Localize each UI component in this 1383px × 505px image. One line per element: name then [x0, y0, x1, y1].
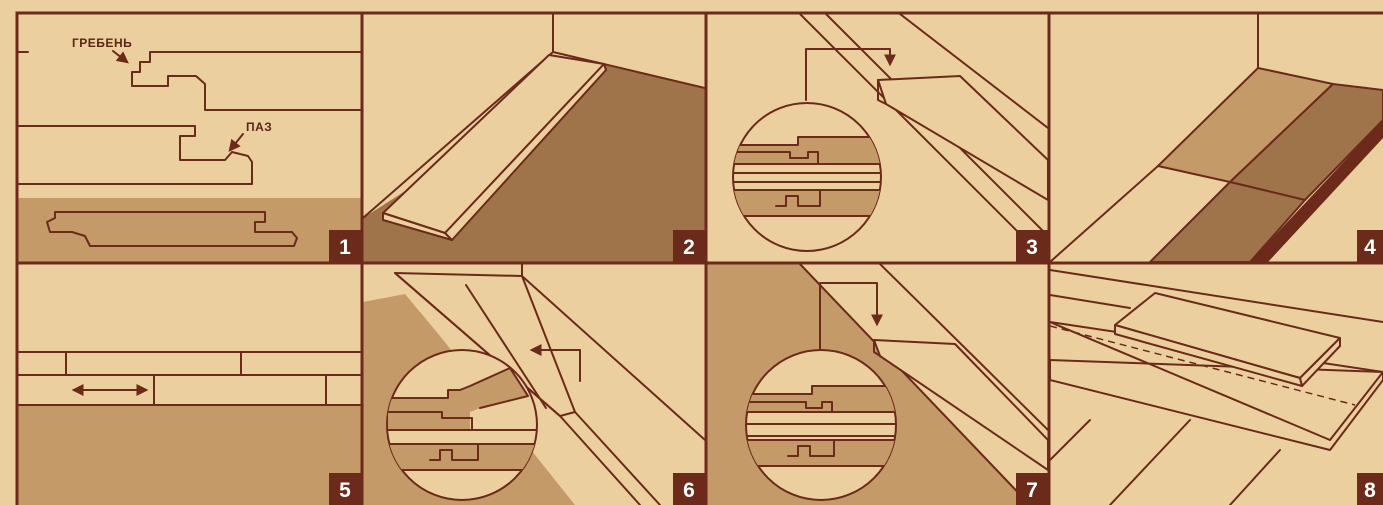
panel-7: 7	[707, 264, 1048, 505]
step-number-1: 1	[339, 236, 351, 259]
step-number-4: 4	[1364, 236, 1376, 259]
panel-3: 3	[707, 14, 1048, 262]
step-number-6: 6	[683, 479, 695, 502]
panel-4: 4	[1050, 14, 1383, 262]
tongue-label: ГРЕБЕНЬ	[72, 36, 132, 50]
step-number-7: 7	[1026, 479, 1038, 502]
step-number-3: 3	[1026, 236, 1038, 259]
step-number-8: 8	[1364, 479, 1376, 502]
panel-5: 5	[18, 264, 361, 505]
step-number-2: 2	[683, 236, 695, 259]
panel-2: 2	[363, 14, 705, 262]
groove-label: ПАЗ	[246, 120, 272, 134]
panel-8: 8	[1050, 264, 1383, 505]
panel-6: 6	[363, 264, 705, 505]
step-number-5: 5	[339, 479, 351, 502]
panel-1: ГРЕБЕНЬ ПАЗ 1	[18, 14, 361, 262]
